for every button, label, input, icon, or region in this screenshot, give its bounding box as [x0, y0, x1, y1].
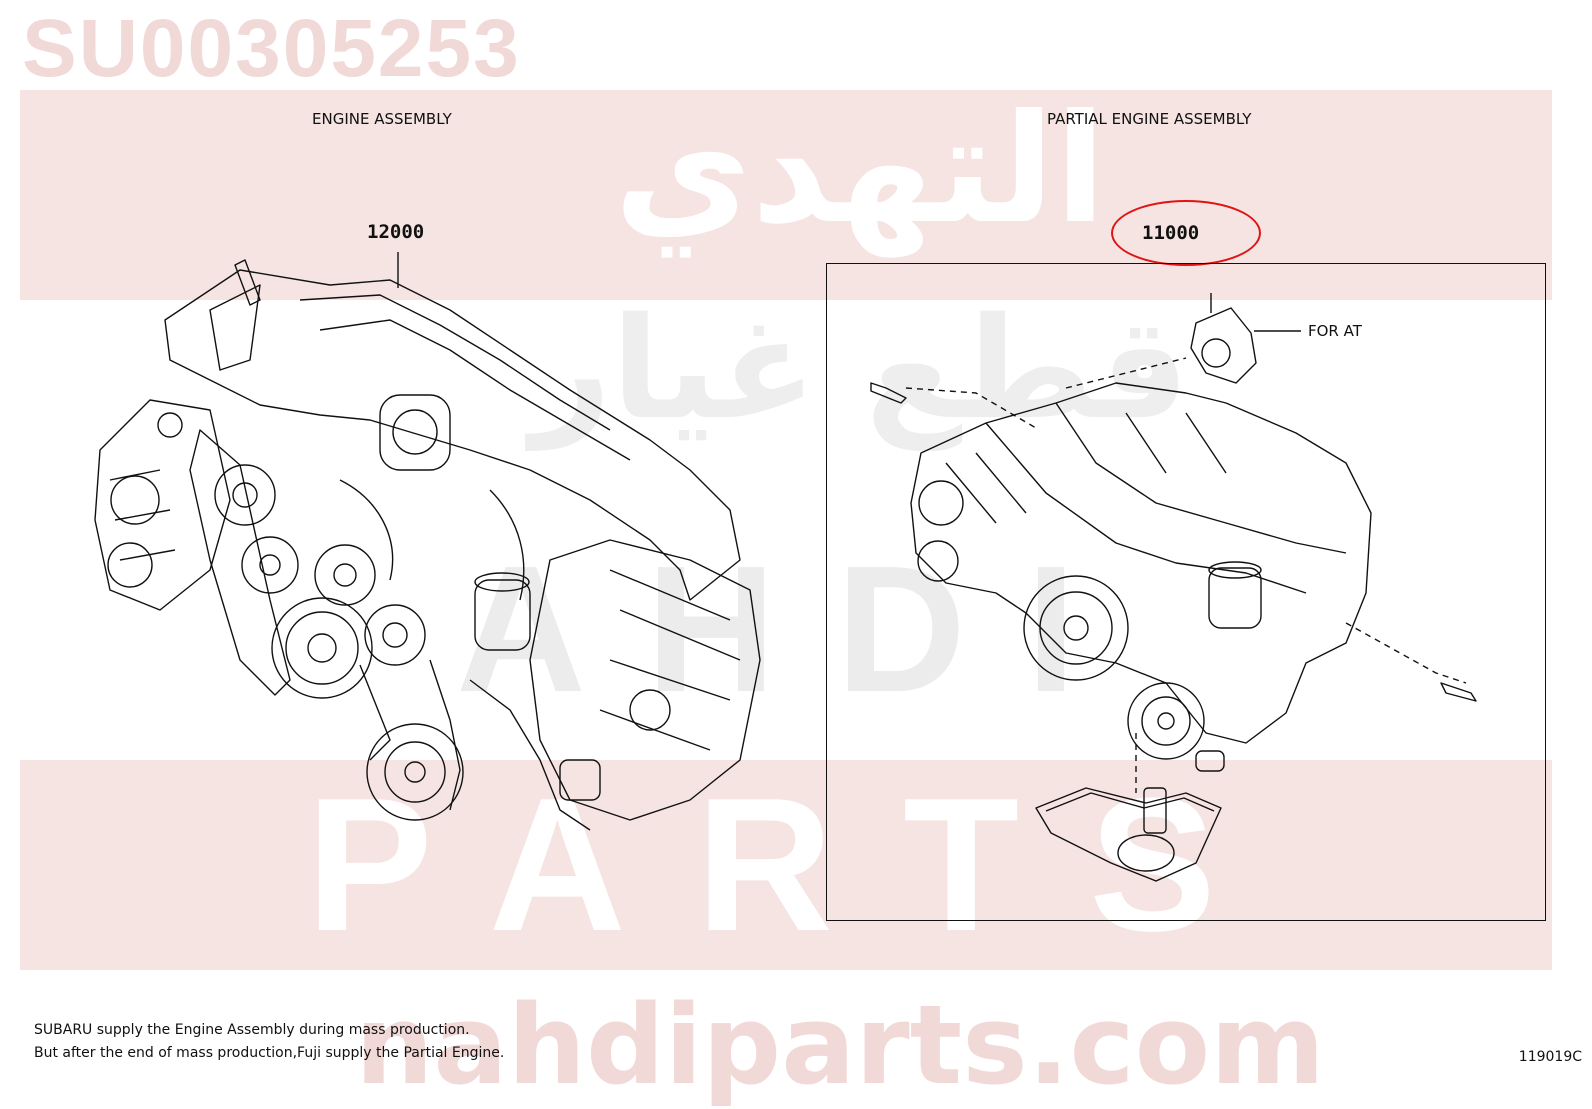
engine-assembly-part-number: 12000 — [367, 221, 425, 243]
watermark-part-number: SU00305253 — [22, 3, 521, 94]
watermark-latin-mid: AHDI — [456, 529, 1136, 730]
partial-engine-assembly-title: PARTIAL ENGINE ASSEMBLY — [1047, 110, 1252, 128]
watermark-latin-low: PARTS — [306, 759, 1286, 971]
for-at-annotation: FOR AT — [1308, 322, 1362, 340]
partial-engine-drawing — [870, 293, 1477, 882]
engine-assembly-title: ENGINE ASSEMBLY — [312, 110, 452, 128]
part-number-callout-circle — [1111, 200, 1261, 266]
watermark-band-bottom — [20, 760, 1552, 970]
watermark-arabic-mid: قطع غيار — [530, 288, 1190, 451]
footer-note: SUBARU supply the Engine Assembly during… — [34, 1019, 504, 1065]
watermark-site: nahdiparts.com — [355, 981, 1325, 1109]
figure-id: 119019C — [1518, 1049, 1582, 1065]
partial-engine-frame — [826, 263, 1546, 921]
watermark-band-top — [20, 90, 1552, 300]
engine-assembly-drawing — [94, 252, 761, 831]
footer-note-line-1: SUBARU supply the Engine Assembly during… — [34, 1022, 470, 1038]
footer-note-line-2: But after the end of mass production,Fuj… — [34, 1045, 505, 1061]
watermark-arabic-top: التهدي — [613, 83, 1107, 257]
